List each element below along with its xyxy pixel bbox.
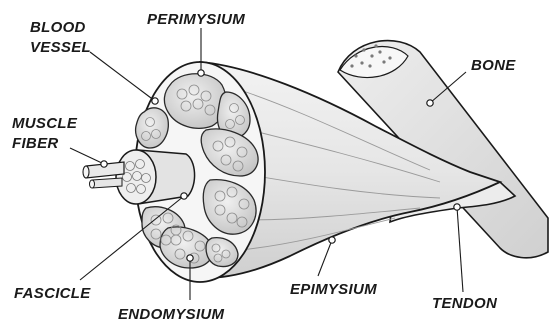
label-tendon: TENDON [432, 295, 498, 312]
label-fascicle: FASCICLE [14, 285, 91, 302]
label-endomysium: ENDOMYSIUM [118, 306, 225, 323]
label-bone: BONE [471, 57, 516, 74]
label-blood-vessel-line1: BLOOD [30, 19, 86, 36]
label-perimysium: PERIMYSIUM [147, 11, 245, 28]
label-epimysium: EPIMYSIUM [290, 281, 377, 298]
leader-blood-vessel [90, 52, 155, 101]
label-muscle-fiber-line1: MUSCLE [12, 115, 78, 132]
leader-muscle-fiber [70, 148, 104, 164]
label-muscle-fiber-line2: FIBER [12, 135, 59, 152]
leader-tendon [457, 207, 463, 292]
leader-epimysium [318, 240, 332, 276]
label-blood-vessel-line2: VESSEL [30, 39, 91, 56]
